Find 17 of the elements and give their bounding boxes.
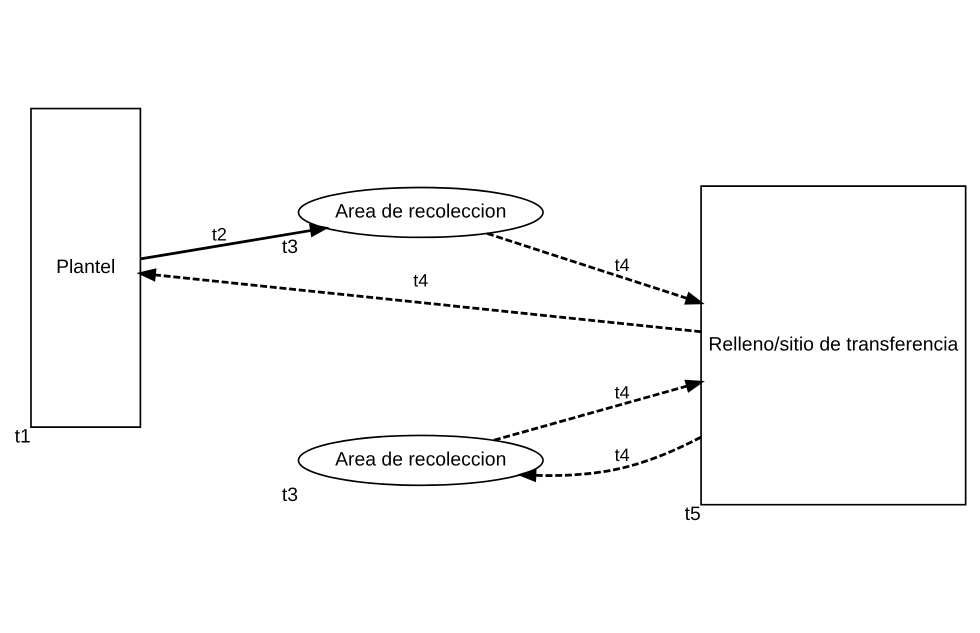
arrow [494,379,705,442]
edge-label: t4 [614,382,630,402]
node-box: Relleno/sitio de transferencia [700,184,966,506]
node-ellipse: Area de recoleccion [298,434,544,486]
edge-label: t4 [614,254,630,275]
edge-label: t4 [614,444,630,464]
node-label: t1 [14,425,31,448]
edge-label: t2 [212,224,227,244]
node-label: t3 [282,483,298,506]
arrow [140,223,330,260]
node-label: t5 [684,502,701,525]
arrow [516,435,702,482]
arrow [136,268,702,333]
node-label: t3 [282,235,298,258]
node-box: Plantel [30,107,142,428]
edge-label: t4 [413,270,428,290]
arrow [486,232,705,304]
